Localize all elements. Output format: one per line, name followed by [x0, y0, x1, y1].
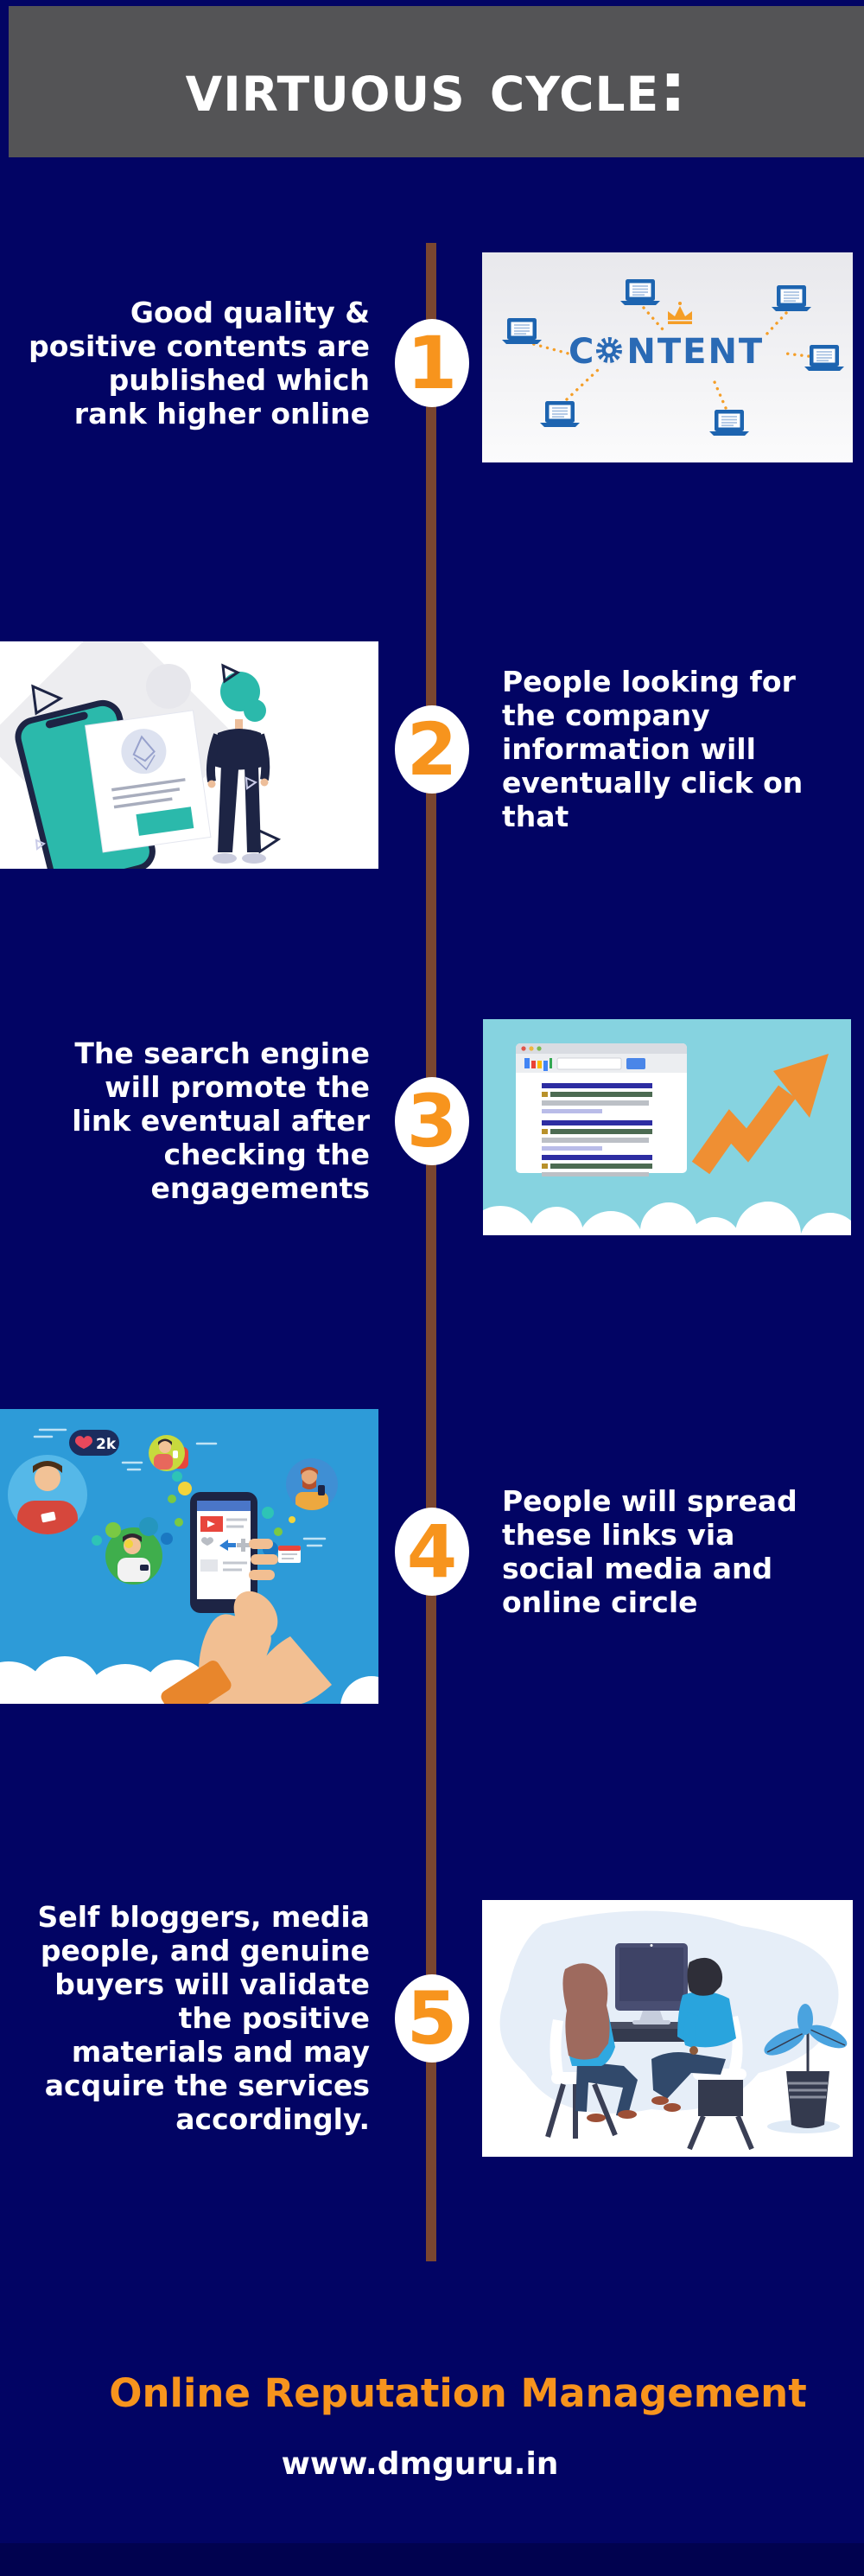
- step-5-line: Self bloggers, media: [37, 1900, 370, 1934]
- search-logo-icon: [524, 1058, 552, 1071]
- triangle-decoration: [35, 776, 258, 851]
- avatar-circle: [8, 1455, 87, 1534]
- plus-icon: [237, 1539, 250, 1552]
- step-5-line: people, and genuine: [40, 1934, 370, 1967]
- laptop-icon: [804, 344, 845, 372]
- clouds: [0, 1656, 378, 1704]
- social-sharing-illustration: 2k: [0, 1409, 378, 1704]
- heart-icon: [201, 1537, 213, 1546]
- crown-icon: [668, 302, 692, 324]
- laptop-icon: [501, 317, 543, 345]
- bottom-band: [0, 2543, 864, 2576]
- step-2-text: People looking for the company informati…: [502, 665, 856, 833]
- team-desk-illustration: [482, 1900, 853, 2157]
- step-2-marker: 2: [395, 705, 469, 794]
- step-3-illustration: [483, 1019, 851, 1235]
- circle-backdrop: [146, 664, 191, 709]
- search-growth-illustration: [483, 1019, 851, 1235]
- step-5-number: 5: [406, 1976, 458, 2061]
- step-5-illustration: [482, 1900, 853, 2157]
- step-2-line: information will: [502, 732, 756, 766]
- step-5-line: acquire the services: [44, 2069, 370, 2102]
- step-4-marker: 4: [395, 1508, 469, 1596]
- profile-card: [85, 710, 212, 853]
- heart-icon: [75, 1436, 92, 1449]
- avatar-circle: [149, 1435, 185, 1471]
- step-4-line: these links via: [502, 1518, 735, 1552]
- step-3-text: The search engine will promote the link …: [0, 1036, 370, 1205]
- clouds: [483, 1202, 851, 1235]
- step-2-line: that: [502, 800, 569, 833]
- page-title: Virtuous Cycle:: [185, 48, 688, 127]
- phone-profile-illustration: [0, 641, 378, 869]
- step-1-line: Good quality &: [130, 296, 370, 329]
- likes-count: 2k: [96, 1436, 117, 1453]
- header-bar: Virtuous Cycle:: [9, 6, 864, 157]
- step-4-line: People will spread: [502, 1484, 797, 1518]
- step-4-number: 4: [406, 1509, 458, 1594]
- laptop-icon: [619, 278, 661, 306]
- document-icon: [278, 1546, 301, 1563]
- step-3-line: will promote the: [105, 1070, 370, 1104]
- search-results: [542, 1083, 652, 1176]
- step-4-line: online circle: [502, 1585, 698, 1619]
- content-network-illustration: CONTENT: [482, 252, 853, 462]
- step-2-number: 2: [406, 707, 458, 792]
- dotted-connectors: [525, 306, 817, 410]
- gem-icon: [132, 735, 156, 762]
- person-left: [562, 1963, 638, 2122]
- laptop-icon: [771, 284, 812, 312]
- speed-dashes: [33, 1428, 327, 1547]
- step-1-line: published which: [108, 363, 370, 397]
- timeline-line: [426, 243, 436, 2261]
- step-5-line: the positive: [178, 2001, 370, 2035]
- share-arrow-icon: [219, 1540, 236, 1551]
- step-3-line: link eventual after: [72, 1104, 370, 1138]
- step-3-marker: 3: [395, 1077, 469, 1165]
- step-3-line: engagements: [150, 1171, 370, 1205]
- step-2-line: the company: [502, 698, 710, 732]
- gear-icon: [594, 335, 625, 366]
- step-2-line: eventually click on: [502, 766, 804, 800]
- step-1-marker: 1: [395, 319, 469, 407]
- step-4-illustration: 2k: [0, 1409, 378, 1704]
- step-1-illustration: CONTENT: [482, 252, 853, 462]
- step-5-marker: 5: [395, 1974, 469, 2063]
- footer-title: Online Reputation Management: [109, 2370, 807, 2416]
- browser-window: [516, 1043, 687, 1176]
- step-5-text: Self bloggers, media people, and genuine…: [0, 1900, 370, 2136]
- step-3-line: The search engine: [74, 1036, 370, 1070]
- potted-plant: [764, 2004, 848, 2128]
- avatar-circle: [286, 1458, 338, 1510]
- step-4-line: social media and: [502, 1552, 773, 1585]
- step-1-line: rank higher online: [73, 397, 370, 430]
- step-3-number: 3: [406, 1079, 458, 1164]
- step-2-illustration: [0, 641, 378, 869]
- sleeve-cuff: [161, 1661, 232, 1704]
- laptop-icon: [539, 400, 581, 428]
- step-1-text: Good quality & positive contents are pub…: [0, 296, 370, 430]
- footer-website: www.dmguru.in: [281, 2446, 559, 2482]
- person-right: [651, 1957, 736, 2112]
- step-5-line: materials and may: [71, 2035, 370, 2069]
- step-5-line: accordingly.: [175, 2102, 370, 2136]
- triangle-decoration: [31, 663, 282, 854]
- search-button-graphic: [626, 1058, 645, 1069]
- desk: [600, 2022, 689, 2042]
- growth-arrow-icon: [691, 1054, 829, 1175]
- likes-badge: 2k: [69, 1430, 119, 1456]
- smartphone: [190, 1492, 257, 1613]
- step-3-line: checking the: [163, 1138, 370, 1171]
- computer-monitor: [615, 1943, 688, 2024]
- laptop-icon: [708, 409, 750, 437]
- step-1-line: positive contents are: [29, 329, 370, 363]
- step-4-text: People will spread these links via socia…: [502, 1484, 856, 1619]
- step-1-number: 1: [406, 321, 458, 405]
- step-2-line: People looking for: [502, 665, 796, 698]
- step-5-line: buyers will validate: [54, 1967, 370, 2001]
- search-input-graphic: [556, 1057, 622, 1070]
